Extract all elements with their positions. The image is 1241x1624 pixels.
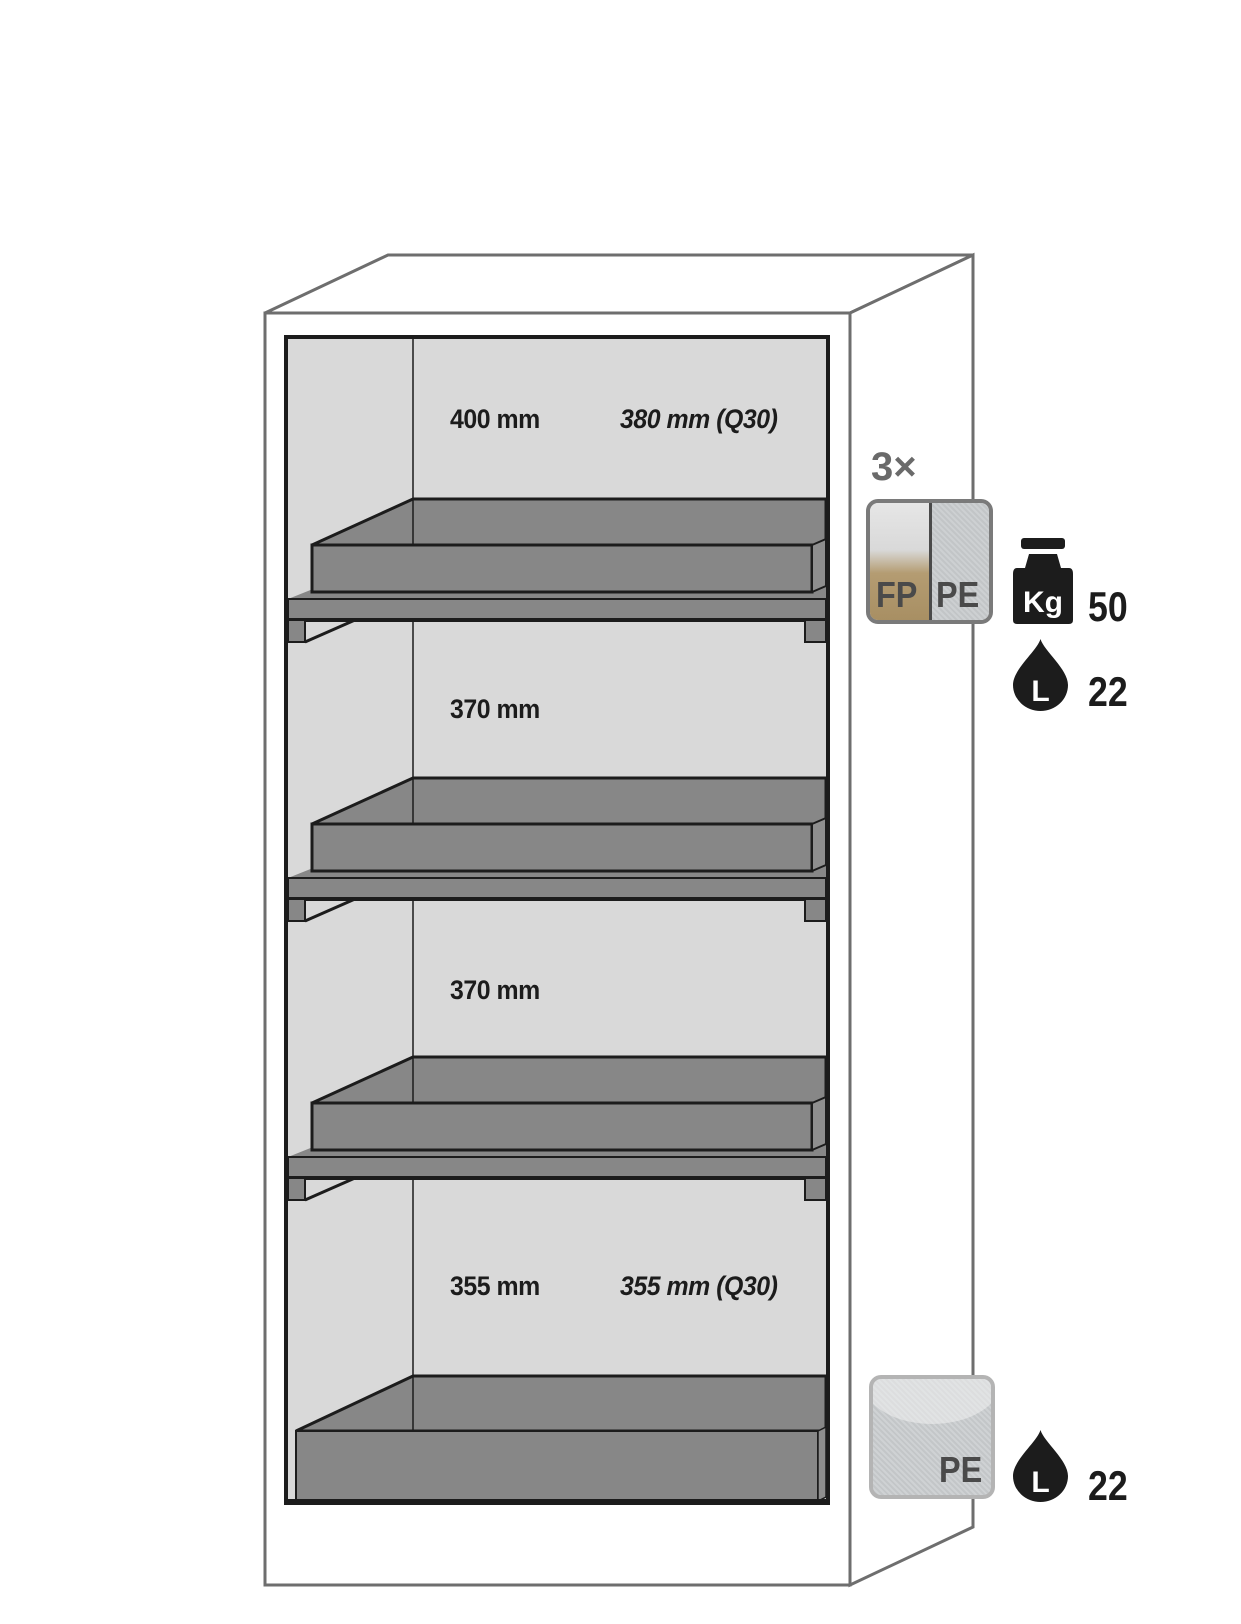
shelf-load-value: 50 bbox=[1088, 583, 1128, 630]
liquid-drop-icon: L bbox=[1013, 1430, 1068, 1502]
bottom-sump bbox=[288, 1374, 828, 1503]
svg-text:Kg: Kg bbox=[1023, 586, 1063, 619]
compartment-1-alt-height: 380 mm (Q30) bbox=[620, 404, 778, 434]
svg-text:L: L bbox=[1031, 675, 1049, 708]
shelf-quantity: 3× bbox=[871, 445, 917, 489]
shelf-tray-2 bbox=[310, 776, 828, 873]
liquid-drop-icon: L bbox=[1013, 639, 1068, 711]
svg-text:L: L bbox=[1031, 1466, 1049, 1499]
fp-label: FP bbox=[876, 574, 918, 615]
compartment-2-height: 370 mm bbox=[450, 694, 540, 724]
pe-material-swatch bbox=[929, 503, 989, 620]
weight-kg-icon: Kg bbox=[1013, 538, 1073, 624]
pe-material-badge: PE bbox=[869, 1375, 995, 1499]
compartment-1-height: 400 mm bbox=[450, 404, 540, 434]
fp-pe-material-badge: FP PE bbox=[866, 499, 993, 624]
sump-volume-value: 22 bbox=[1088, 1462, 1128, 1509]
pe-label: PE bbox=[939, 1449, 983, 1490]
pe-label: PE bbox=[936, 574, 980, 615]
shelf-tray-3 bbox=[310, 1055, 828, 1152]
compartment-4-alt-height: 355 mm (Q30) bbox=[620, 1271, 778, 1301]
shelf-tray-1 bbox=[310, 497, 828, 594]
shelf-volume-value: 22 bbox=[1088, 668, 1128, 715]
badge-divider bbox=[928, 503, 932, 620]
badge-gloss bbox=[873, 1379, 991, 1424]
compartment-4-height: 355 mm bbox=[450, 1271, 540, 1301]
compartment-3-height: 370 mm bbox=[450, 975, 540, 1005]
fp-material-swatch bbox=[870, 503, 930, 620]
